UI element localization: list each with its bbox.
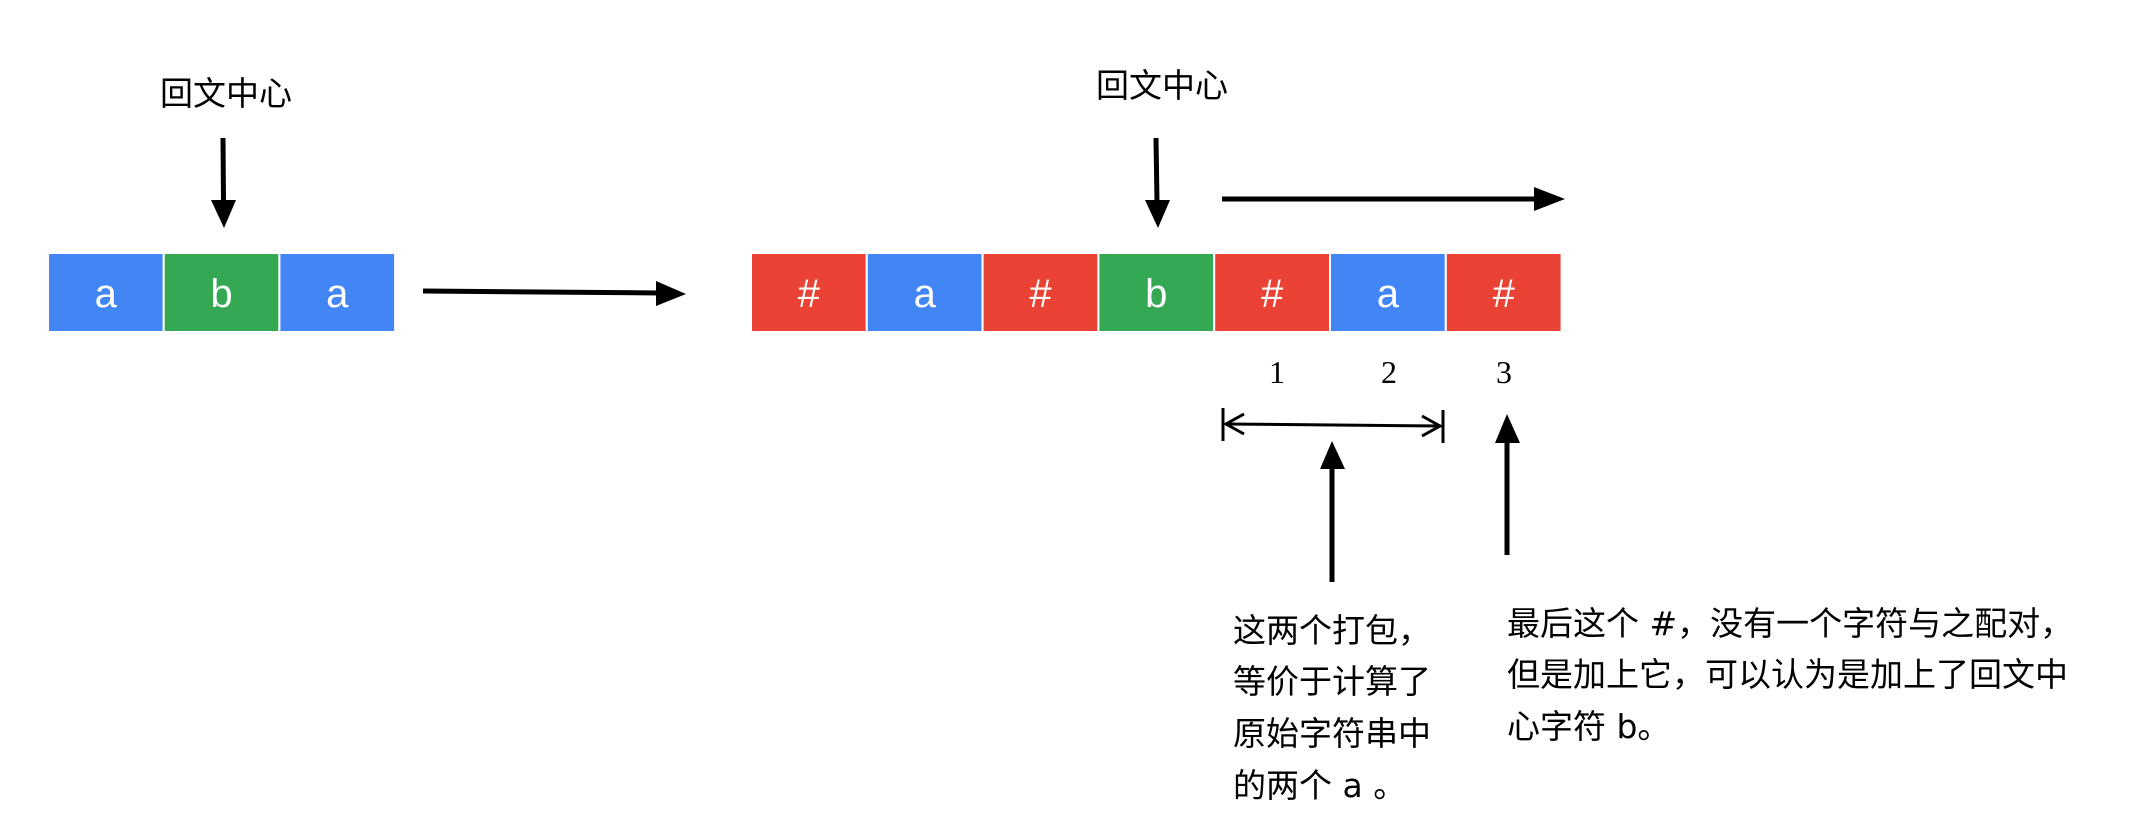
- left-center-label: 回文中心: [160, 74, 292, 113]
- pair-note-line-3: 原始字符串中: [1233, 714, 1431, 753]
- index-label-3: 3: [1496, 354, 1512, 390]
- pair-note: 这两个打包， 等价于计算了 原始字符串中 的两个 a 。: [1233, 611, 1431, 805]
- left-cell-0: [47, 252, 165, 333]
- right-string-cells: # a # b # a #: [750, 252, 1563, 333]
- index-label-1: 1: [1269, 354, 1285, 390]
- left-cell-1-text: b: [210, 272, 232, 316]
- bracket-span-line: [1224, 422, 1442, 428]
- left-cell-1: [162, 252, 281, 333]
- bracket-right-arrowhead: [1421, 414, 1444, 438]
- pair-span-bracket: [1221, 408, 1445, 443]
- left-string-cells: a b a: [47, 252, 397, 333]
- bracket-left-arrowhead: [1222, 412, 1245, 436]
- right-cell-6-text: #: [1493, 272, 1516, 316]
- last-hash-note-line-2: 但是加上它，可以认为是加上了回文中: [1507, 655, 2068, 694]
- transform-right-arrow: [422, 281, 686, 306]
- last-hash-arrow-head: [1495, 414, 1520, 443]
- last-hash-note-line-3: 心字符 b。: [1507, 707, 1670, 746]
- pair-note-up-arrow: [1320, 441, 1345, 582]
- right-down-arrow-shaft: [1153, 137, 1160, 203]
- right-center-label: 回文中心: [1096, 66, 1228, 105]
- right-cell-5-text: a: [1377, 272, 1400, 316]
- right-cell-1-text: a: [914, 272, 937, 316]
- right-cell-2-text: #: [1029, 272, 1052, 316]
- right-down-arrow-head: [1145, 200, 1170, 228]
- left-diagram: 回文中心 a b a: [47, 74, 397, 333]
- rightward-expansion-arrow: [1222, 187, 1565, 211]
- transform-arrow-shaft: [422, 288, 661, 296]
- left-cell-2-text: a: [326, 272, 349, 316]
- pair-note-line-2: 等价于计算了: [1233, 662, 1431, 701]
- index-label-2: 2: [1381, 354, 1397, 390]
- right-cell-6: [1444, 252, 1563, 333]
- left-down-arrow-shaft: [220, 137, 226, 203]
- pair-note-line-4: 的两个 a 。: [1233, 766, 1406, 805]
- expansion-arrow-head: [1534, 187, 1565, 211]
- last-hash-up-arrow: [1495, 414, 1520, 555]
- right-cell-3-text: b: [1145, 272, 1167, 316]
- pair-note-arrow-head: [1320, 441, 1345, 469]
- left-center-down-arrow: [211, 137, 236, 228]
- left-cell-2: [278, 252, 397, 333]
- transform-arrow-head: [656, 281, 686, 306]
- right-center-down-arrow: [1145, 137, 1170, 228]
- index-labels: 1 2 3: [1269, 354, 1512, 390]
- pair-note-line-1: 这两个打包，: [1233, 611, 1431, 650]
- last-hash-note: 最后这个 #，没有一个字符与之配对， 但是加上它，可以认为是加上了回文中 心字符…: [1507, 604, 2073, 746]
- left-down-arrow-head: [211, 200, 236, 228]
- left-cell-0-text: a: [95, 272, 118, 316]
- right-cell-2: [981, 252, 1100, 333]
- right-cell-5: [1329, 252, 1447, 333]
- right-cell-4-text: #: [1261, 272, 1284, 316]
- last-hash-note-line-1: 最后这个 #，没有一个字符与之配对，: [1507, 604, 2073, 643]
- right-diagram: 回文中心 # a # b # a # 1 2: [750, 66, 1565, 582]
- right-cell-0-text: #: [798, 272, 821, 316]
